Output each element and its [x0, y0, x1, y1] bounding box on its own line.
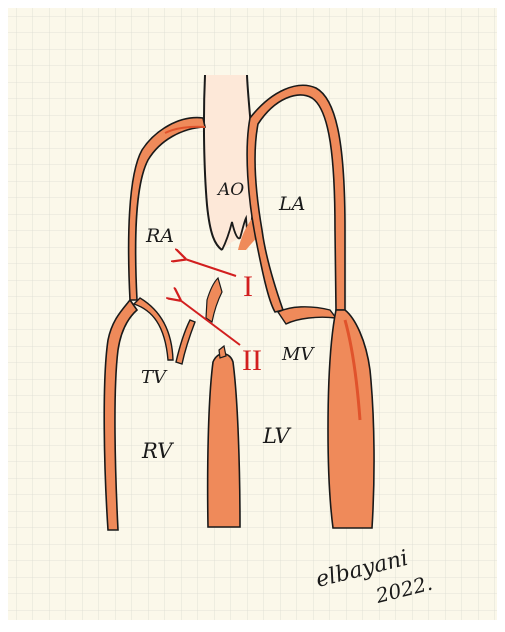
label-ra: RA [145, 225, 174, 247]
label-rv: RV [141, 439, 174, 463]
paper-grid [8, 8, 497, 620]
label-ao: AO [216, 180, 244, 200]
defect-type-two-label: II [242, 344, 262, 377]
label-lv: LV [262, 424, 291, 448]
label-tv: TV [141, 367, 168, 388]
label-mv: MV [281, 344, 315, 365]
defect-type-one-label: I [243, 270, 253, 303]
label-la: LA [278, 193, 305, 215]
